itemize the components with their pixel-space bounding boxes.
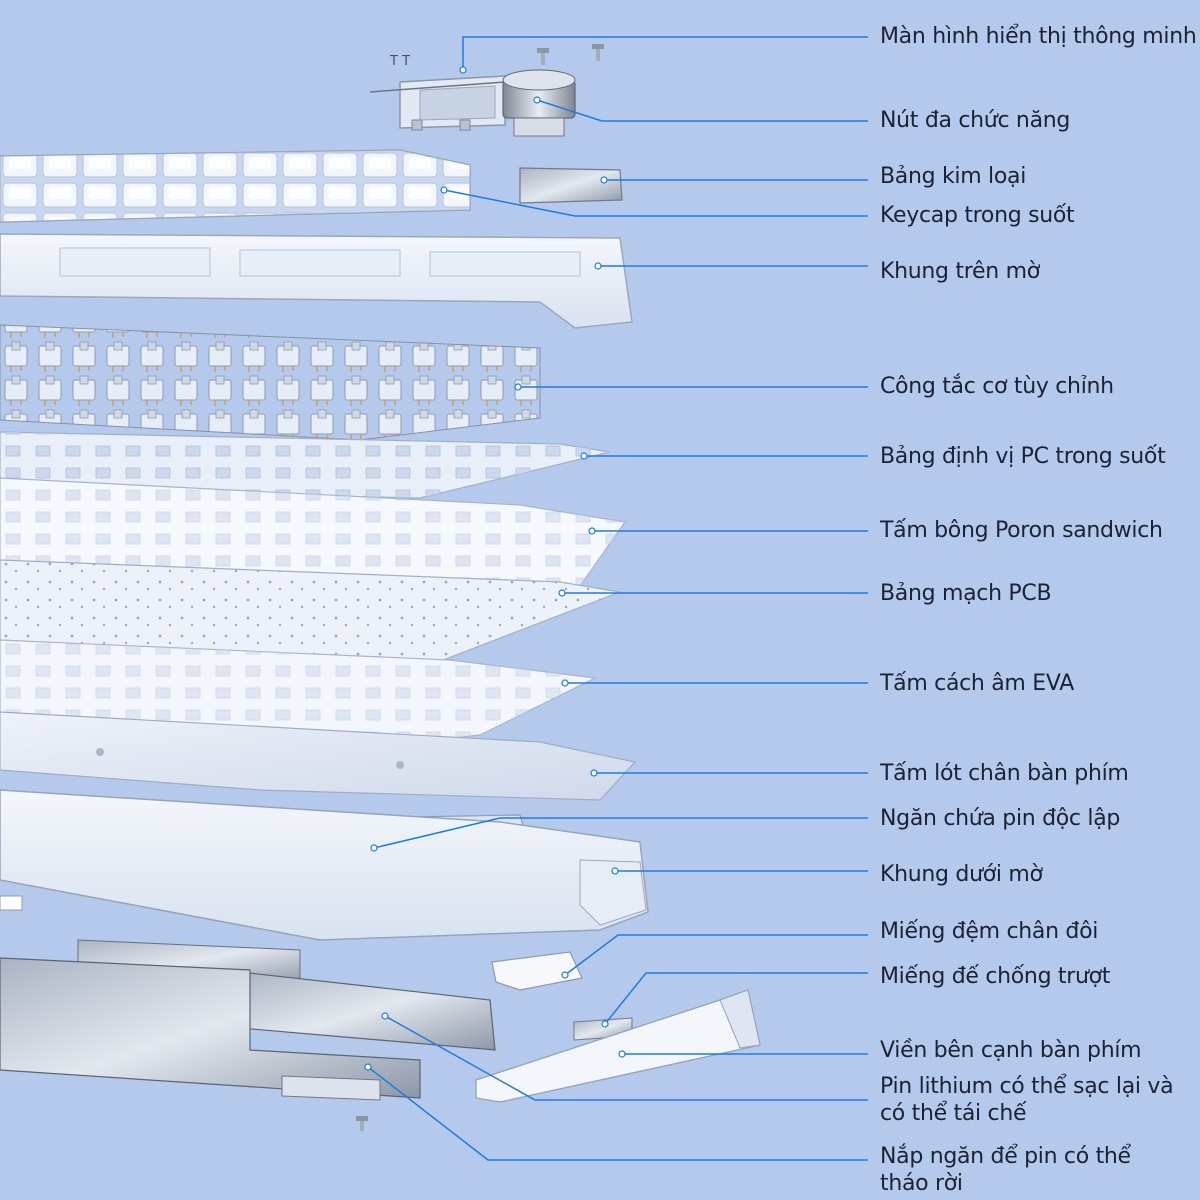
screw-icons: [537, 44, 604, 65]
label-metal-plate: Bảng kim loại: [880, 164, 1027, 189]
label-bottom-pad: Tấm lót chân bàn phím: [880, 761, 1129, 786]
label-multifunction-knob: Nút đa chức năng: [880, 108, 1071, 133]
smart-display-module: [369, 75, 506, 131]
label-smart-display: Màn hình hiển thị thông minh: [880, 24, 1197, 49]
battery-cover: [0, 957, 421, 1131]
custom-switches: [0, 324, 541, 441]
leader-lithium-battery: [384, 1015, 868, 1101]
frosted-bottom-frame: [0, 789, 649, 941]
leader-transparent-keycap: [443, 189, 868, 217]
label-battery-cover: Nắp ngăn để pin có thể tháo rời: [880, 1144, 1131, 1196]
label-poron-foam: Tấm bông Poron sandwich: [880, 518, 1163, 543]
dual-foot-pad: [491, 951, 583, 991]
pc-positioning-plate: [0, 431, 611, 499]
label-frosted-bottom-frame: Khung dưới mờ: [880, 862, 1043, 887]
leader-anti-slip: [604, 972, 868, 1025]
leader-smart-display: [462, 36, 868, 70]
multifunction-knob: [502, 69, 576, 137]
label-dual-foot-pad: Miếng đệm chân đôi: [880, 919, 1099, 944]
leader-battery-cover: [367, 1066, 868, 1161]
poron-sandwich-foam: [0, 477, 627, 591]
label-eva-foam: Tấm cách âm EVA: [880, 671, 1074, 696]
leader-multifunction-knob: [536, 99, 868, 122]
label-custom-switch: Công tắc cơ tùy chỉnh: [880, 374, 1114, 399]
frosted-top-frame: [0, 233, 633, 329]
leader-battery-compartment: [373, 817, 868, 849]
display-module-marking: T T: [390, 54, 411, 69]
leader-lines: [367, 36, 868, 1161]
label-pc-positioning-plate: Bảng định vị PC trong suốt: [880, 444, 1166, 469]
transparent-keycaps: [0, 149, 471, 223]
pcb-board: [0, 559, 623, 666]
label-pcb-board: Bảng mạch PCB: [880, 581, 1052, 606]
leader-dots: [364, 66, 626, 1071]
label-frosted-top-frame: Khung trên mờ: [880, 259, 1040, 284]
label-anti-slip-pad: Miếng đế chống trượt: [880, 964, 1111, 989]
label-lithium-battery: Pin lithium có thể sạc lại và có thể tái…: [880, 1074, 1174, 1126]
side-trim: [475, 989, 761, 1103]
label-battery-compartment: Ngăn chứa pin độc lập: [880, 806, 1121, 831]
label-side-trim: Viền bên cạnh bàn phím: [880, 1038, 1142, 1063]
metal-plate-strip: [519, 167, 623, 204]
bottom-pad: [0, 711, 637, 801]
leader-dual-foot-pad: [564, 934, 868, 976]
label-transparent-keycap: Keycap trong suốt: [880, 203, 1075, 228]
